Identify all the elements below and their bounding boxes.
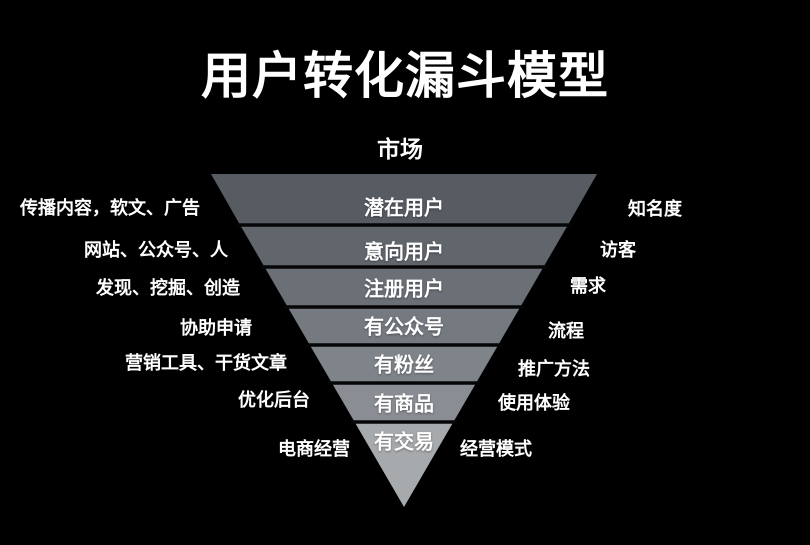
funnel-band-2 (240, 225, 568, 267)
right-note-5: 推广方法 (518, 359, 590, 379)
stage-label-4: 有公众号 (364, 316, 444, 339)
funnel-band-6 (331, 383, 477, 422)
funnel-band-1 (211, 174, 597, 225)
right-note-6: 使用体验 (498, 393, 570, 413)
left-note-1: 传播内容，软文、广告 (20, 198, 200, 218)
left-note-4: 协助申请 (180, 318, 252, 338)
right-note-4: 流程 (548, 321, 584, 341)
funnel-band-5 (309, 345, 499, 383)
left-note-5: 营销工具、干货文章 (125, 353, 287, 373)
left-note-2: 网站、公众号、人 (84, 240, 228, 260)
page-title: 用户转化漏斗模型 (201, 48, 609, 104)
left-note-6: 优化后台 (238, 390, 310, 410)
funnel-tip (354, 422, 454, 507)
right-note-1: 知名度 (628, 199, 682, 219)
left-note-7: 电商经营 (278, 439, 350, 459)
funnel-band-4 (287, 307, 521, 345)
funnel-band-3 (264, 267, 544, 307)
right-note-2: 访客 (600, 240, 636, 260)
stage-label-2: 意向用户 (364, 241, 444, 264)
right-note-3: 需求 (570, 276, 606, 296)
stage-label-5: 有粉丝 (374, 354, 434, 377)
left-note-3: 发现、挖掘、创造 (96, 278, 240, 298)
stage-label-1: 潜在用户 (364, 197, 444, 220)
right-note-7: 经营模式 (460, 439, 532, 459)
market-label: 市场 (377, 136, 423, 162)
stage-label-7: 有交易 (374, 431, 434, 454)
stage-label-6: 有商品 (374, 393, 434, 416)
stage-label-3: 注册用户 (364, 278, 444, 301)
